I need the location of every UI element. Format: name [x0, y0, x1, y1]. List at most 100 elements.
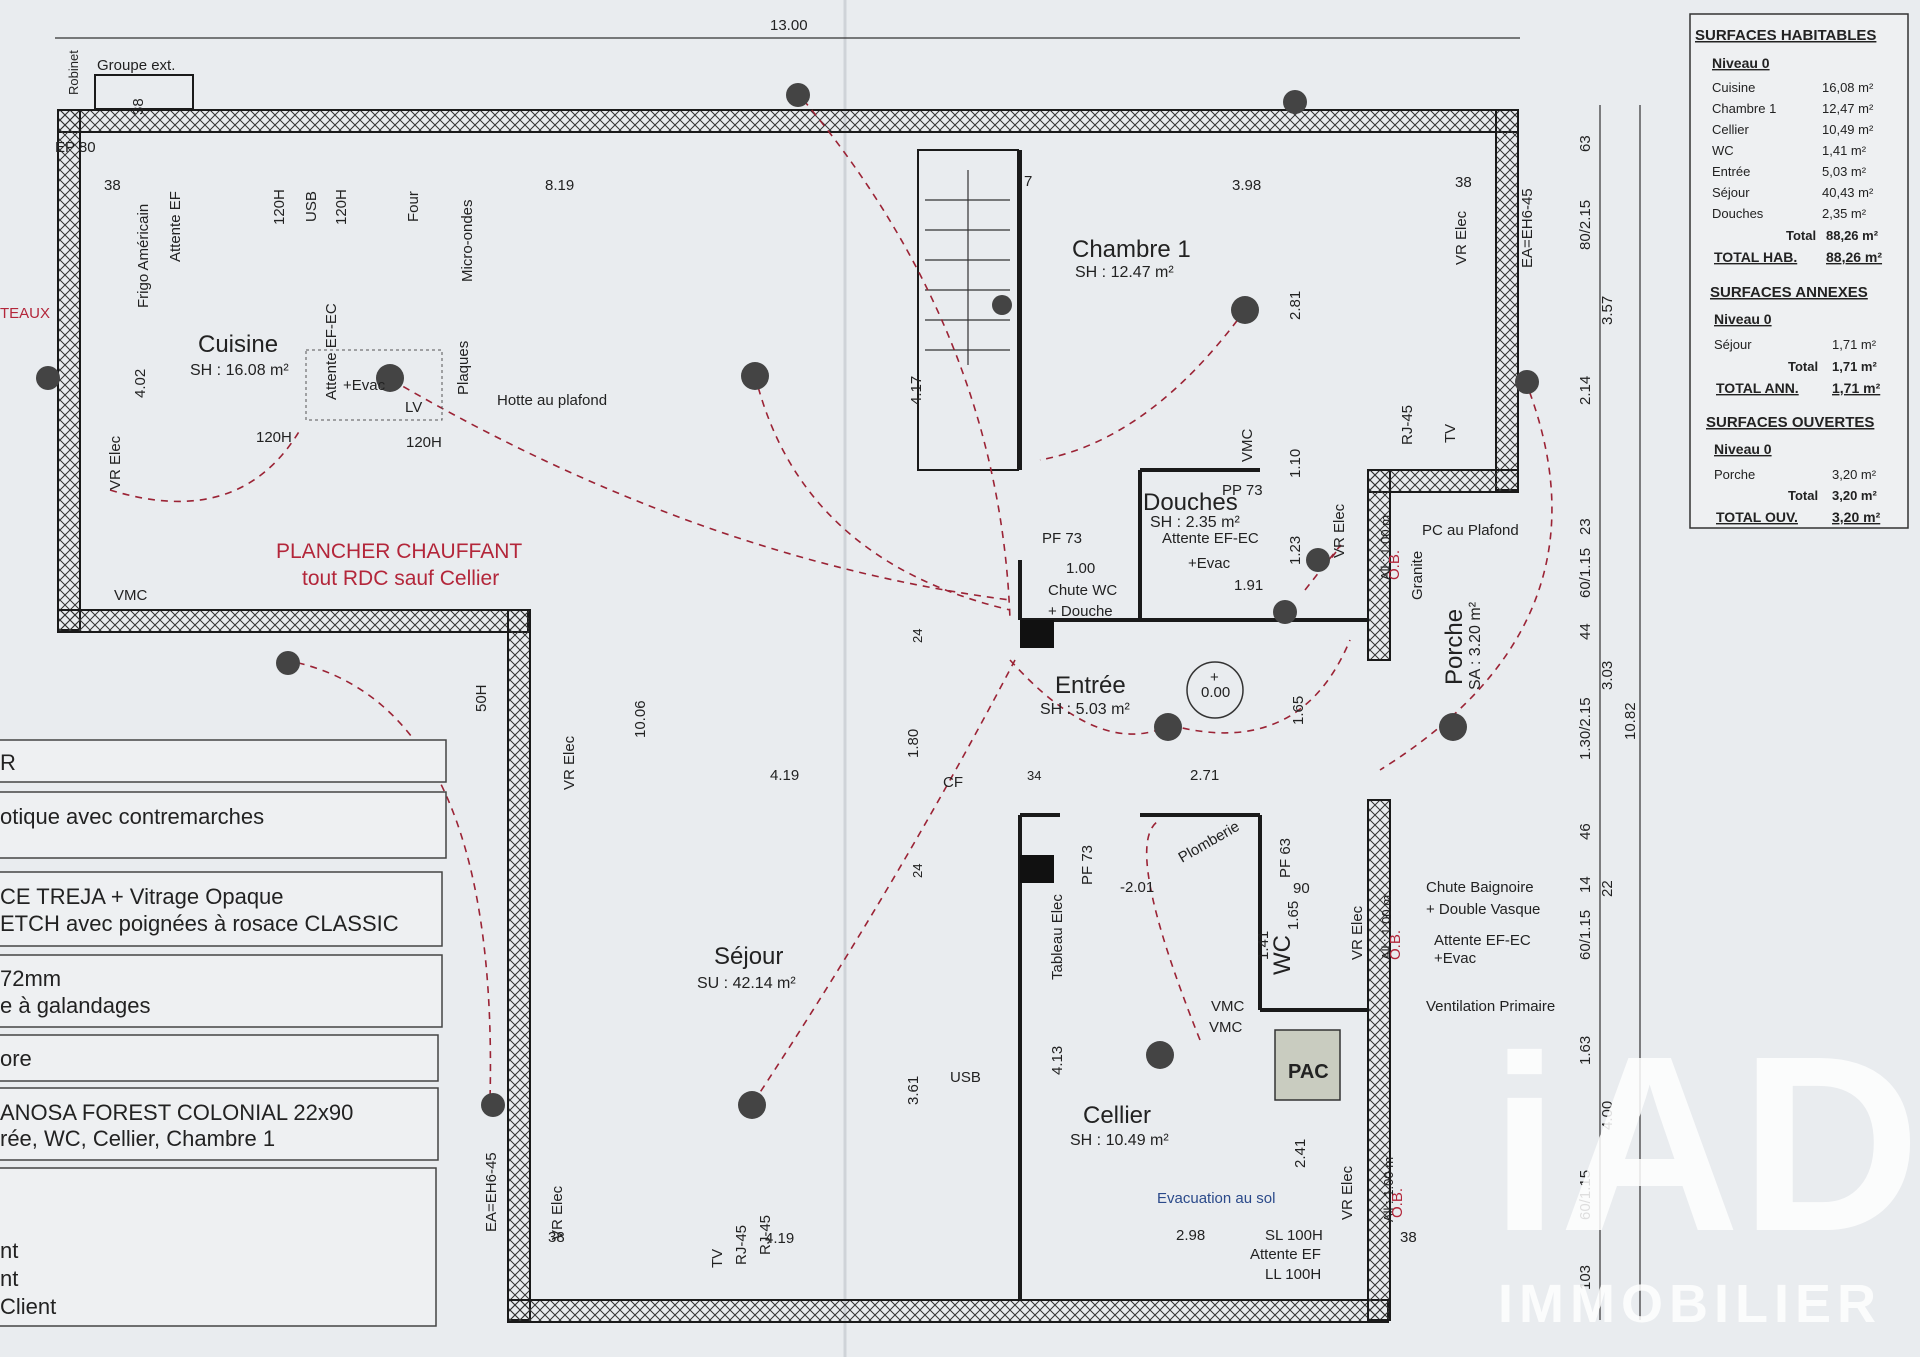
svg-text:+ Douche: + Douche [1048, 603, 1113, 620]
label-frigo: Frigo Américain [135, 204, 152, 308]
room-sejour-name: Séjour [714, 943, 783, 970]
svg-text:60/1.15: 60/1.15 [1577, 910, 1594, 960]
iad-watermark: iAD IMMOBILIER [1490, 1004, 1920, 1334]
svg-text:80/2.15: 80/2.15 [1577, 200, 1594, 250]
svg-text:1.80: 1.80 [905, 729, 922, 758]
svg-text:3.98: 3.98 [1232, 177, 1261, 194]
svg-text:16,08 m²: 16,08 m² [1822, 80, 1874, 95]
light-points [36, 83, 1539, 1119]
svg-text:Niveau 0: Niveau 0 [1712, 55, 1770, 71]
svg-text:Séjour: Séjour [1714, 337, 1752, 352]
svg-text:1.41: 1.41 [1255, 931, 1272, 960]
svg-text:CF: CF [943, 774, 963, 791]
svg-text:3.61: 3.61 [905, 1076, 922, 1105]
note-line1: PLANCHER CHAUFFANT [276, 540, 522, 563]
svg-text:2.14: 2.14 [1577, 376, 1594, 405]
svg-text:38: 38 [130, 98, 147, 115]
svg-text:-2.01: -2.01 [1120, 879, 1154, 896]
svg-text:4.17: 4.17 [908, 376, 925, 405]
svg-text:Attente EF-EC: Attente EF-EC [1162, 530, 1259, 547]
svg-text:VMC: VMC [1239, 429, 1256, 463]
svg-text:Cuisine: Cuisine [1712, 80, 1755, 95]
legend-row-3b: e à galandages [0, 993, 150, 1018]
svg-text:3,20 m²: 3,20 m² [1832, 467, 1877, 482]
svg-text:LL 100H: LL 100H [1265, 1266, 1321, 1283]
svg-text:1.65: 1.65 [1290, 696, 1307, 725]
surf-ann-title: SURFACES ANNEXES [1710, 284, 1868, 301]
svg-text:TV: TV [709, 1249, 726, 1268]
svg-text:1.10: 1.10 [1287, 449, 1304, 478]
svg-text:10.06: 10.06 [632, 700, 649, 738]
svg-text:120H: 120H [256, 429, 292, 446]
svg-text:2,35 m²: 2,35 m² [1822, 206, 1867, 221]
svg-text:All : 1.00 m: All : 1.00 m [1381, 1157, 1396, 1222]
svg-text:7: 7 [1024, 173, 1032, 190]
svg-text:1,71 m²: 1,71 m² [1832, 380, 1881, 396]
svg-text:1.63: 1.63 [1577, 1036, 1594, 1065]
svg-text:60/1.15: 60/1.15 [1577, 1170, 1594, 1220]
svg-text:Attente EF: Attente EF [1250, 1246, 1321, 1263]
svg-text:40,43 m²: 40,43 m² [1822, 185, 1874, 200]
svg-text:Total: Total [1788, 488, 1818, 503]
svg-text:TOTAL OUV.: TOTAL OUV. [1716, 509, 1798, 525]
svg-text:VR Elec: VR Elec [1453, 210, 1470, 265]
label-groupe-ext: Groupe ext. [97, 57, 175, 74]
room-douches-name: Douches [1143, 489, 1238, 516]
svg-text:All : 1.00 m: All : 1.00 m [1378, 515, 1393, 580]
room-chambre1-area: SH : 12.47 m² [1075, 264, 1174, 281]
svg-text:Chambre 1: Chambre 1 [1712, 101, 1776, 116]
svg-text:Séjour: Séjour [1712, 185, 1750, 200]
note-line2: tout RDC sauf Cellier [302, 567, 499, 590]
svg-text:Total: Total [1788, 359, 1818, 374]
svg-text:Niveau 0: Niveau 0 [1714, 311, 1772, 327]
misc-annotations: 3.98 2.81 VR Elec EA=EH6-45 38 PF 73 1.0… [473, 173, 1555, 1283]
svg-text:1.65: 1.65 [1285, 901, 1302, 930]
svg-text:120H: 120H [333, 189, 350, 225]
svg-text:VMC: VMC [1211, 998, 1245, 1015]
svg-text:Entrée: Entrée [1712, 164, 1750, 179]
svg-text:VR Elec: VR Elec [1331, 503, 1348, 558]
svg-text:Total: Total [1786, 228, 1816, 243]
svg-text:46: 46 [1577, 823, 1594, 840]
svg-text:Granite: Granite [1409, 551, 1426, 600]
svg-text:VMC: VMC [1209, 1019, 1243, 1036]
svg-text:Cellier: Cellier [1712, 122, 1750, 137]
room-chambre1-name: Chambre 1 [1072, 236, 1191, 263]
svg-text:VR Elec: VR Elec [561, 735, 578, 790]
svg-text:RJ-45: RJ-45 [1399, 405, 1416, 445]
svg-text:Porche: Porche [1714, 467, 1755, 482]
surf-ouv-title: SURFACES OUVERTES [1706, 414, 1874, 431]
svg-text:14: 14 [1577, 876, 1594, 893]
svg-text:USB: USB [303, 191, 320, 222]
svg-text:1,41 m²: 1,41 m² [1822, 143, 1867, 158]
svg-text:88,26 m²: 88,26 m² [1826, 249, 1882, 265]
svg-text:120H: 120H [271, 189, 288, 225]
svg-text:38: 38 [548, 1229, 565, 1246]
room-douches-area: SH : 2.35 m² [1150, 514, 1240, 531]
legend-row-2a: CE TREJA + Vitrage Opaque [0, 884, 284, 909]
svg-text:LV: LV [405, 399, 422, 416]
svg-text:103: 103 [1577, 1265, 1594, 1290]
svg-text:1,71 m²: 1,71 m² [1832, 359, 1877, 374]
svg-text:VMC: VMC [114, 587, 148, 604]
svg-text:Chute Baignoire: Chute Baignoire [1426, 879, 1534, 896]
walls [57, 109, 1519, 1323]
room-cuisine-name: Cuisine [198, 331, 278, 358]
svg-text:8.19: 8.19 [545, 177, 574, 194]
svg-text:VR Elec: VR Elec [1339, 1165, 1356, 1220]
room-wc-name: WC [1269, 935, 1296, 975]
svg-text:O.B.: O.B. [1387, 930, 1404, 960]
legend-row-5b: rée, WC, Cellier, Chambre 1 [0, 1126, 275, 1151]
svg-text:3.03: 3.03 [1599, 661, 1616, 690]
svg-text:+: + [1210, 669, 1219, 686]
legend-row-2b: ETCH avec poignées à rosace CLASSIC [0, 911, 399, 936]
svg-text:Plomberie: Plomberie [1176, 818, 1243, 866]
svg-text:3.57: 3.57 [1599, 296, 1616, 325]
svg-text:50H: 50H [473, 684, 490, 712]
electrical-circuits [109, 89, 1553, 1101]
svg-text:0.00: 0.00 [1201, 684, 1230, 701]
legend-table: R otique avec contremarches CE TREJA + V… [0, 739, 447, 1327]
svg-text:USB: USB [950, 1069, 981, 1086]
legend-row-7: Client [0, 1294, 56, 1319]
svg-text:88,26 m²: 88,26 m² [1826, 228, 1879, 243]
